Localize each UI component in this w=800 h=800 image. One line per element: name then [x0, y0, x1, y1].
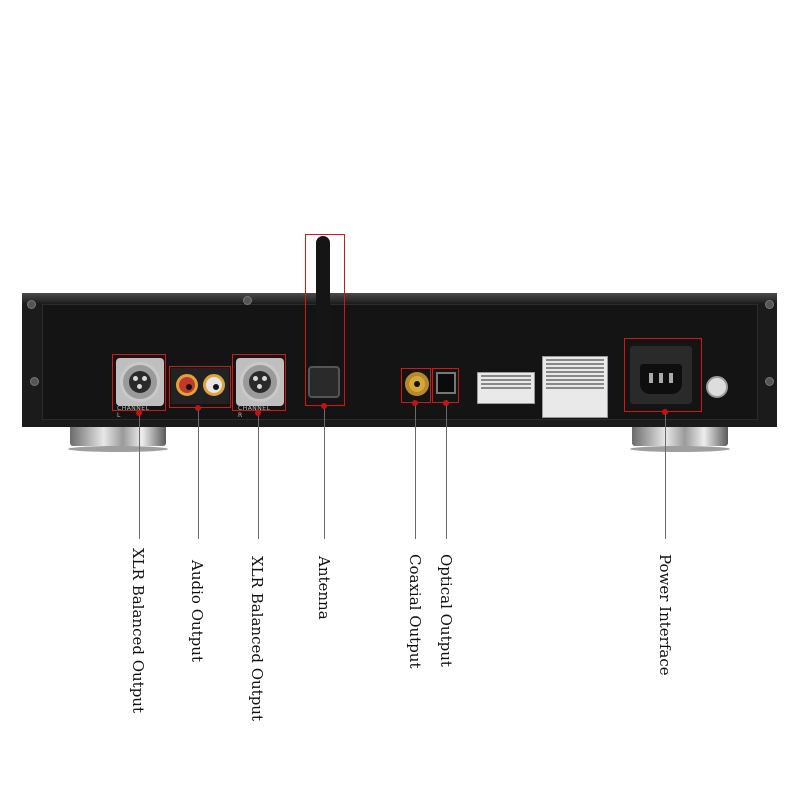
leader-xlr-right [258, 411, 259, 539]
leader-dot [255, 410, 261, 416]
coaxial-highlight [401, 368, 431, 403]
power-highlight [624, 338, 702, 412]
screw-icon [27, 300, 36, 309]
xlr-left-highlight [112, 354, 166, 411]
chassis-top-edge [22, 293, 777, 303]
antenna-base [308, 366, 340, 398]
antenna-rod [316, 236, 330, 378]
leader-optical [446, 403, 447, 539]
foot-left [70, 424, 166, 446]
foot-right [632, 424, 728, 446]
leader-dot [195, 405, 201, 411]
audio-highlight [169, 366, 231, 408]
leader-dot [321, 403, 327, 409]
leader-coaxial [415, 403, 416, 539]
callout-xlr-right: XLR Balanced Output [248, 556, 266, 721]
callout-xlr-left: XLR Balanced Output [129, 548, 147, 713]
ccc-logo-icon [706, 376, 728, 398]
leader-dot [136, 410, 142, 416]
channel-r-label: CHANNEL R [238, 405, 271, 419]
channel-l-label: CHANNEL L [117, 405, 150, 419]
leader-antenna [324, 406, 325, 539]
callout-optical: Optical Output [437, 554, 455, 667]
foot-shadow-right [630, 446, 730, 452]
callout-antenna: Antenna [315, 556, 333, 620]
screw-icon [30, 377, 39, 386]
callout-coaxial: Coaxial Output [406, 554, 424, 669]
leader-dot [662, 409, 668, 415]
xlr-right-highlight [232, 354, 286, 411]
foot-shadow-left [68, 446, 168, 452]
leader-xlr-left [139, 411, 140, 539]
iec-socket [640, 364, 682, 394]
optical-jack [436, 372, 456, 394]
optical-highlight [432, 368, 459, 403]
leader-power [665, 412, 666, 539]
xlr-right-connector [240, 362, 280, 402]
rca-white-jack [203, 374, 225, 396]
callout-audio: Audio Output [188, 560, 206, 662]
screw-icon [765, 377, 774, 386]
coaxial-jack [405, 372, 429, 396]
leader-dot [443, 400, 449, 406]
screw-icon [765, 300, 774, 309]
spec-sticker [542, 356, 608, 418]
leader-dot [412, 400, 418, 406]
antenna-highlight [305, 234, 345, 406]
rca-red-jack [176, 374, 198, 396]
callout-power: Power Interface [656, 554, 674, 676]
warning-sticker [477, 372, 535, 404]
screw-icon [243, 296, 252, 305]
leader-audio [198, 408, 199, 539]
xlr-left-connector [120, 362, 160, 402]
